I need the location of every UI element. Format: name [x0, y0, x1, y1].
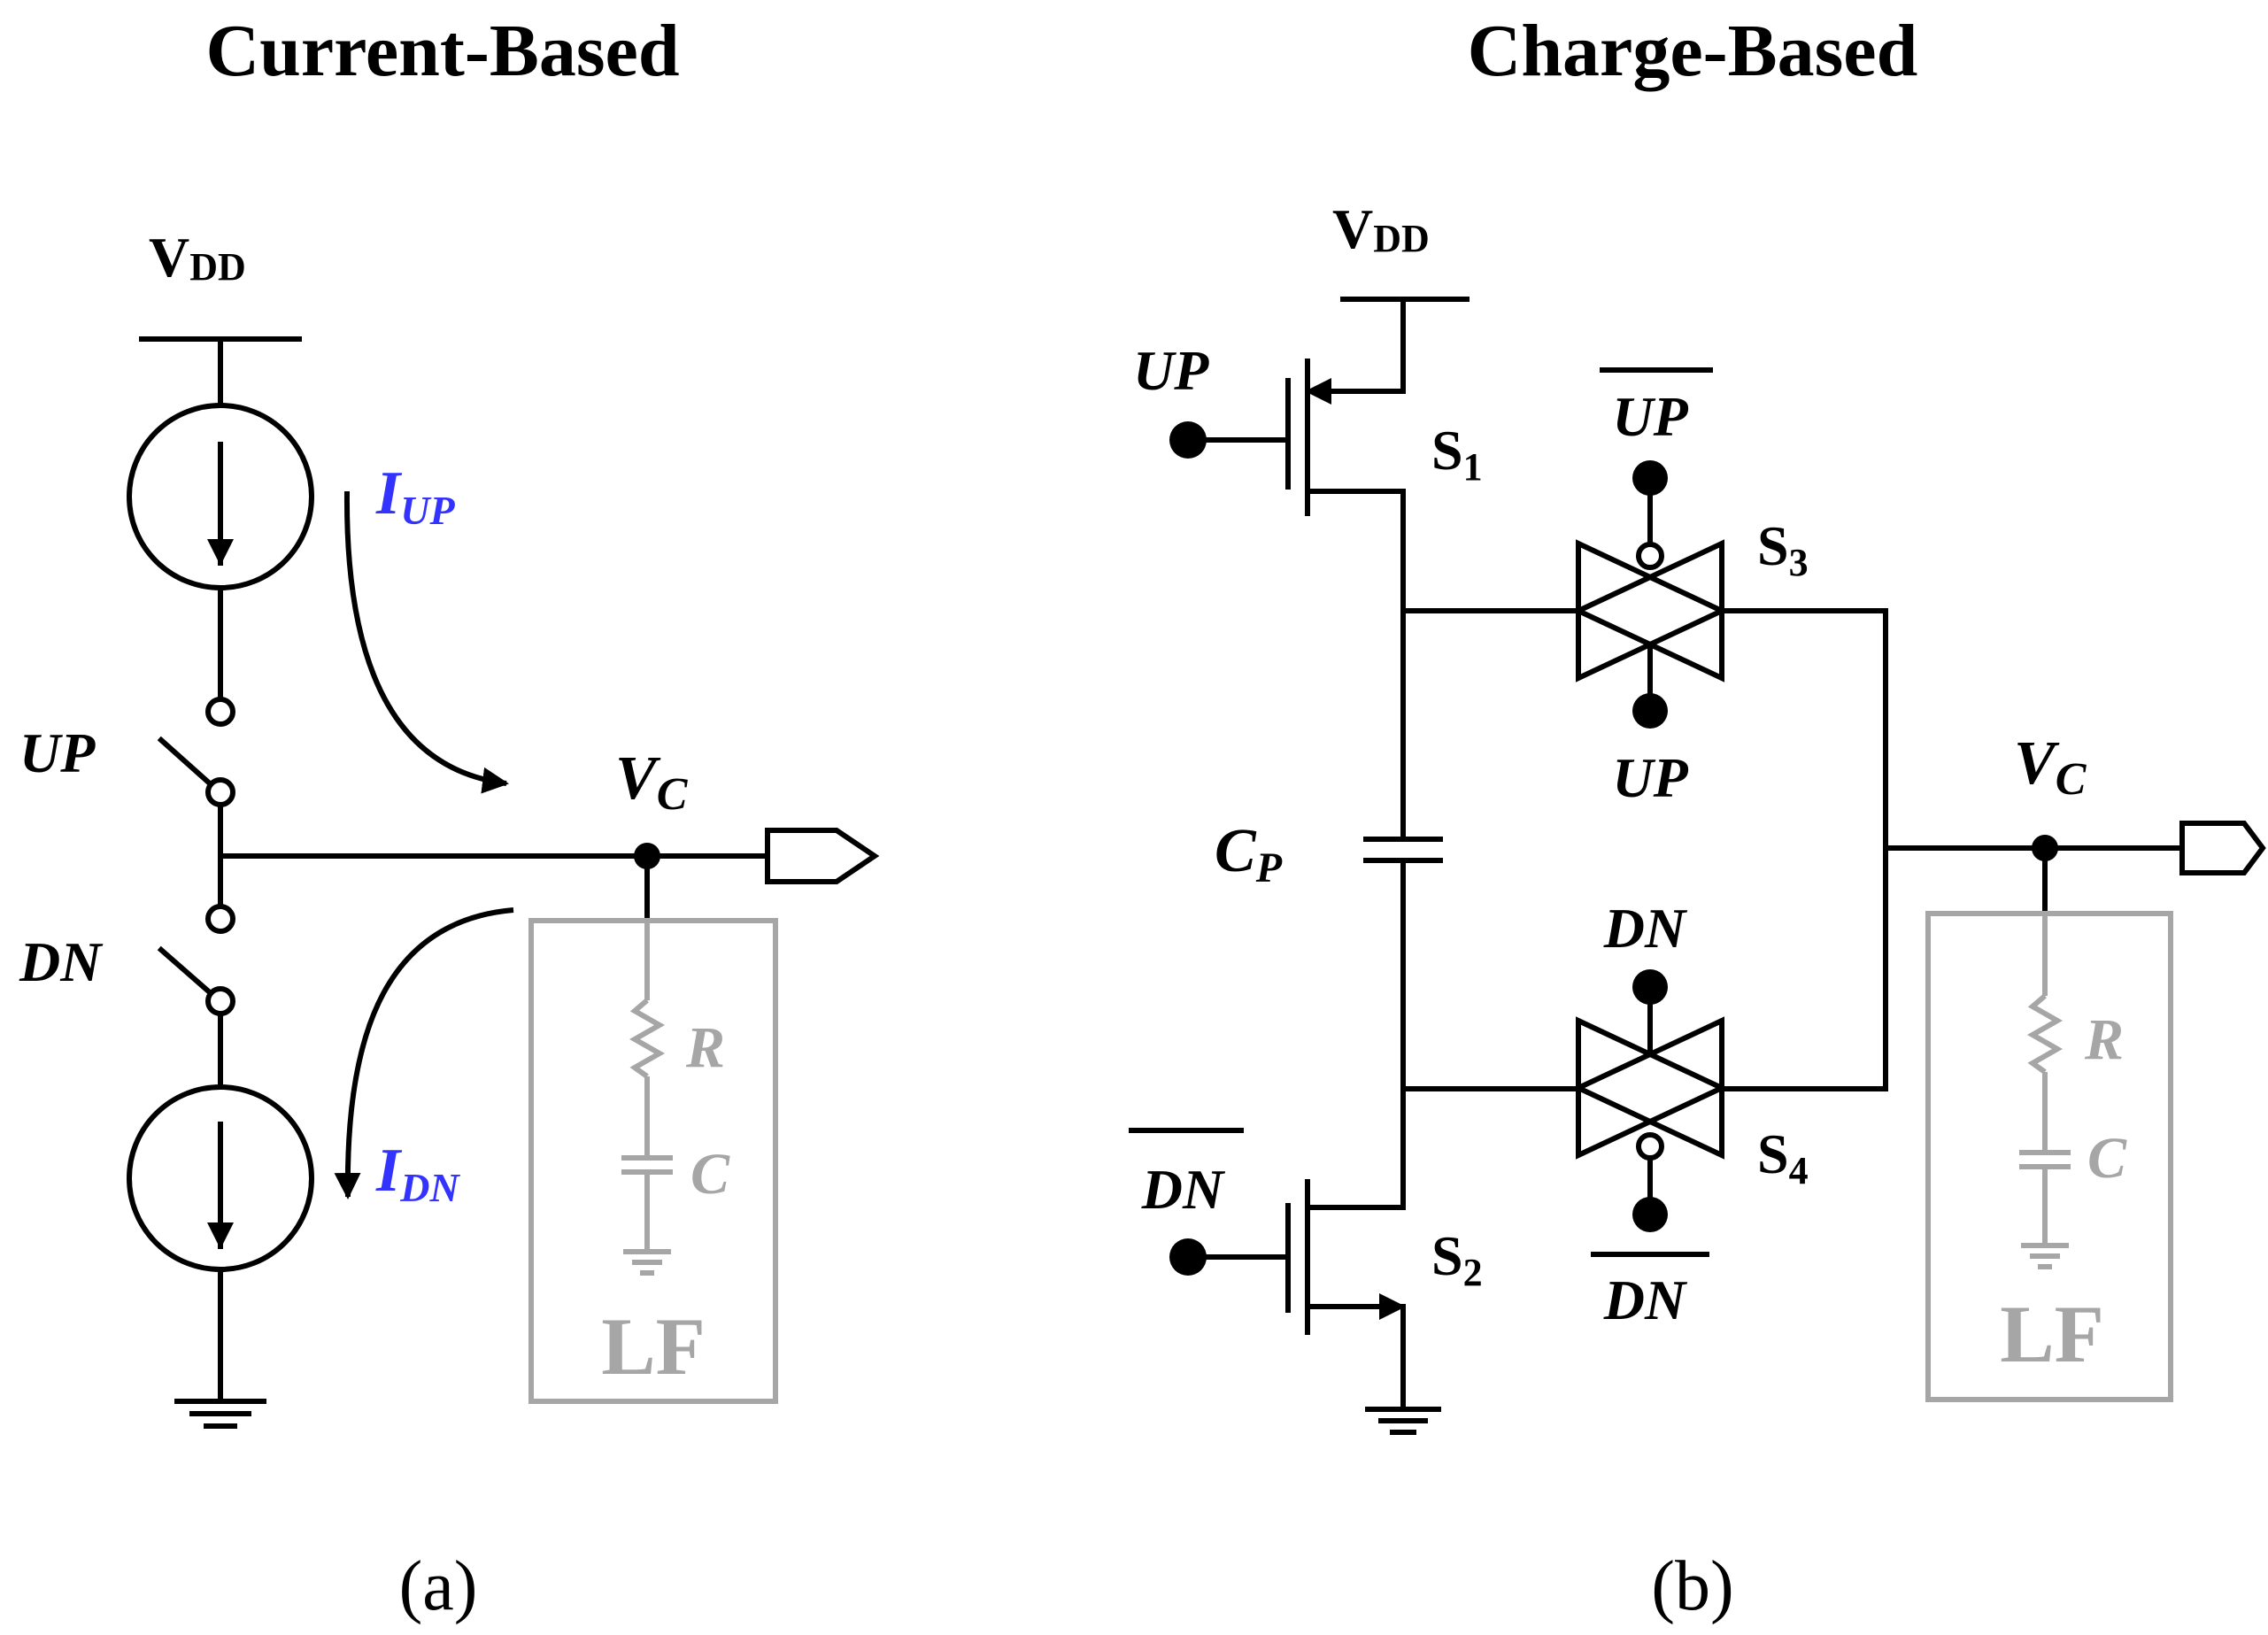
panel-b-c-label: C: [2087, 1126, 2127, 1191]
panel-b-dn-bar-label: DN: [1141, 1158, 1226, 1221]
panel-b-up-bar-terminal-s3: [1632, 460, 1668, 496]
panel-b-output-port-icon: [2179, 821, 2266, 875]
panel-b-ground-icon: [1365, 1407, 1441, 1435]
panel-a-vdd-label: VDD: [149, 226, 246, 289]
panel-b-up-s3-label: UP: [1612, 746, 1688, 809]
panel-a-lf-ground-icon: [623, 1249, 671, 1276]
panel-a-up-label: UP: [19, 721, 96, 784]
panel-a-idn-label: IDN: [375, 1137, 460, 1210]
panel-b-up-input-terminal: [1169, 421, 1207, 459]
panel-b-up-terminal-s3: [1632, 693, 1668, 729]
panel-a-lf-label: LF: [601, 1301, 706, 1392]
panel-a-up-switch: [157, 697, 235, 807]
panel-b-cp-label: CP: [1215, 817, 1283, 891]
panel-b-dn-bar-terminal-s4: [1632, 1197, 1668, 1232]
panel-b-dn-terminal-s4: [1632, 969, 1668, 1005]
panel-b-up-bar-label: UP: [1612, 385, 1688, 448]
panel-b-caption: (b): [1651, 1547, 1733, 1625]
panel-a-idn-arrow: [334, 907, 514, 1199]
panel-a-dn-switch: [157, 904, 235, 1016]
panel-b-s2-nmos-transistor: [1188, 1179, 1406, 1410]
panel-a-dn-label: DN: [19, 930, 104, 993]
panel-b-s3-transmission-gate: [1571, 493, 1729, 702]
panel-b-loop-filter: R C LF: [1925, 911, 2173, 1402]
panel-b-title: Charge-Based: [1468, 10, 1918, 92]
panel-b-lf-label: LF: [2000, 1289, 2104, 1379]
panel-b-s1-pmos-transistor: [1188, 359, 1406, 516]
panel-b-charge-based: Charge-Based VDD UP S1 CP: [1129, 10, 2266, 1625]
panel-b-s4-label: S4: [1757, 1122, 1809, 1192]
panel-b-dn-s4-label: DN: [1603, 897, 1688, 960]
panel-b-dn-bar-s4-label: DN: [1603, 1269, 1688, 1331]
panel-a-idn-current-source: [127, 1084, 314, 1272]
panel-b-s4-transmission-gate: [1571, 1002, 1729, 1199]
panel-a-iup-label: IUP: [375, 459, 455, 533]
panel-b-s1-label: S1: [1431, 419, 1483, 489]
panel-b-dn-bar-input-terminal: [1169, 1238, 1207, 1276]
panel-a-caption: (a): [399, 1547, 478, 1625]
panel-b-s2-label: S2: [1431, 1224, 1483, 1294]
panel-a-vc-label: VC: [615, 744, 689, 820]
panel-a-output-port-icon: [765, 828, 880, 884]
panel-a-c-label: C: [690, 1142, 730, 1207]
panel-b-lf-ground-icon: [2021, 1243, 2069, 1269]
panel-a-iup-current-source: [127, 403, 314, 590]
panel-b-vdd-label: VDD: [1332, 197, 1430, 260]
panel-a-r-label: R: [685, 1015, 725, 1080]
panel-b-resistor-icon: [2026, 993, 2064, 1075]
panel-b-vc-label: VC: [2014, 729, 2087, 805]
panel-a-loop-filter: R C LF: [528, 918, 778, 1404]
panel-b-up-label: UP: [1133, 339, 1209, 402]
panel-a-iup-arrow: [343, 490, 509, 794]
panel-b-s3-label: S3: [1757, 514, 1809, 584]
panel-a-title: Current-Based: [205, 10, 679, 92]
panel-b-r-label: R: [2084, 1007, 2124, 1072]
panel-a-ground-icon: [174, 1399, 266, 1429]
panel-a-current-based: Current-Based VDD UP DN: [19, 10, 880, 1625]
panel-a-resistor-icon: [629, 998, 666, 1079]
